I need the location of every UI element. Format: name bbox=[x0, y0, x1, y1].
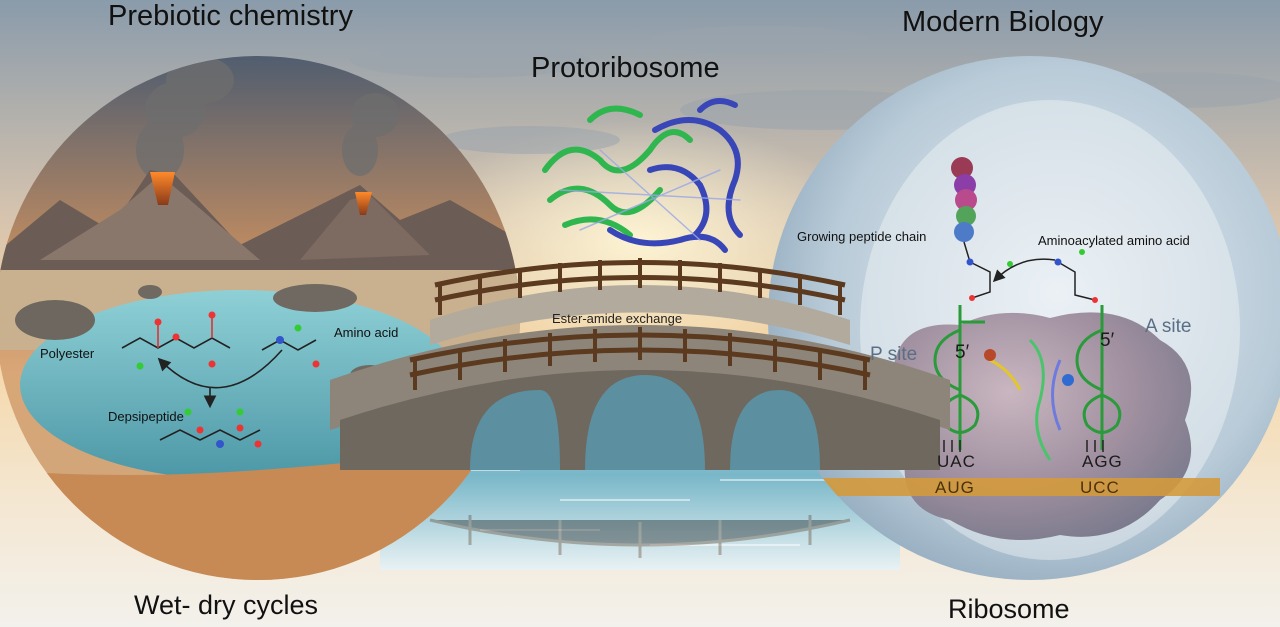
aminoacylated-label: Aminoacylated amino acid bbox=[1038, 233, 1190, 248]
five-prime-left: 5′ bbox=[955, 342, 970, 363]
lava-flow bbox=[150, 172, 175, 205]
exchange-arrow bbox=[157, 349, 283, 389]
depsipeptide-label: Depsipeptide bbox=[108, 409, 184, 424]
rna-strands bbox=[984, 338, 1074, 461]
transfer-arrow bbox=[992, 258, 1056, 283]
polyester-label: Polyester bbox=[40, 346, 95, 361]
modern-biology-title: Modern Biology bbox=[902, 6, 1104, 38]
mrna-band bbox=[820, 478, 1220, 496]
stone-bridge bbox=[330, 258, 950, 558]
anticodon-uac: UAC bbox=[937, 452, 976, 471]
peptide-chain-beads bbox=[951, 157, 977, 242]
ester-amide-label: Ester-amide exchange bbox=[552, 311, 683, 326]
wet-dry-cycles-title: Wet- dry cycles bbox=[134, 590, 319, 620]
ribosome-title: Ribosome bbox=[948, 594, 1070, 624]
peptide-chemistry bbox=[963, 241, 1098, 303]
codon-aug: AUG bbox=[935, 478, 975, 497]
modern-sphere bbox=[768, 56, 1280, 580]
codon-ticks bbox=[943, 440, 1104, 452]
trna-a-site bbox=[1075, 305, 1122, 450]
protoribosome-title: Protoribosome bbox=[531, 52, 720, 84]
amino-acid-molecule bbox=[261, 324, 320, 368]
protoribosome-structure bbox=[542, 98, 743, 253]
growing-peptide-label: Growing peptide chain bbox=[797, 229, 927, 244]
prebiotic-sphere bbox=[0, 56, 520, 580]
depsipeptide-molecule bbox=[159, 408, 262, 448]
anticodon-agg: AGG bbox=[1082, 452, 1123, 471]
five-prime-right: 5′ bbox=[1100, 330, 1115, 351]
polyester-molecule bbox=[121, 311, 231, 370]
amino-acid-label: Amino acid bbox=[334, 325, 399, 340]
p-site-label: P site bbox=[870, 344, 918, 365]
a-site-label: A site bbox=[1145, 316, 1192, 337]
prebiotic-title: Prebiotic chemistry bbox=[108, 0, 353, 32]
codon-ucc: UCC bbox=[1080, 478, 1120, 497]
volcano-smoke bbox=[136, 56, 399, 180]
